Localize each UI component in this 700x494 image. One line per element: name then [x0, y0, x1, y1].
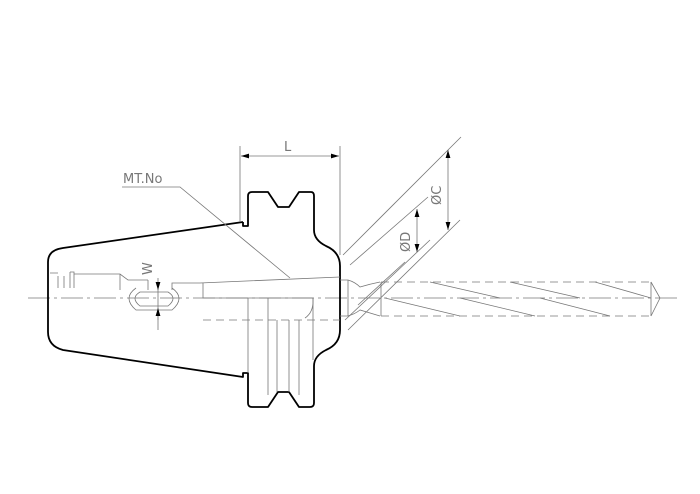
- internal-bore: [50, 271, 341, 330]
- diameter-d-label: ØD: [399, 232, 414, 252]
- w-label: W: [141, 262, 156, 275]
- diameter-extension-lines: [342, 136, 462, 331]
- drill-bit: [340, 279, 661, 317]
- holder-body-outline: [47, 191, 341, 408]
- flange-grooves: [247, 298, 314, 395]
- mt-no-leader: [122, 186, 291, 279]
- diameter-c-label: ØC: [430, 186, 445, 205]
- l-label: L: [284, 140, 292, 155]
- mt-no-label: MT.No: [123, 172, 162, 187]
